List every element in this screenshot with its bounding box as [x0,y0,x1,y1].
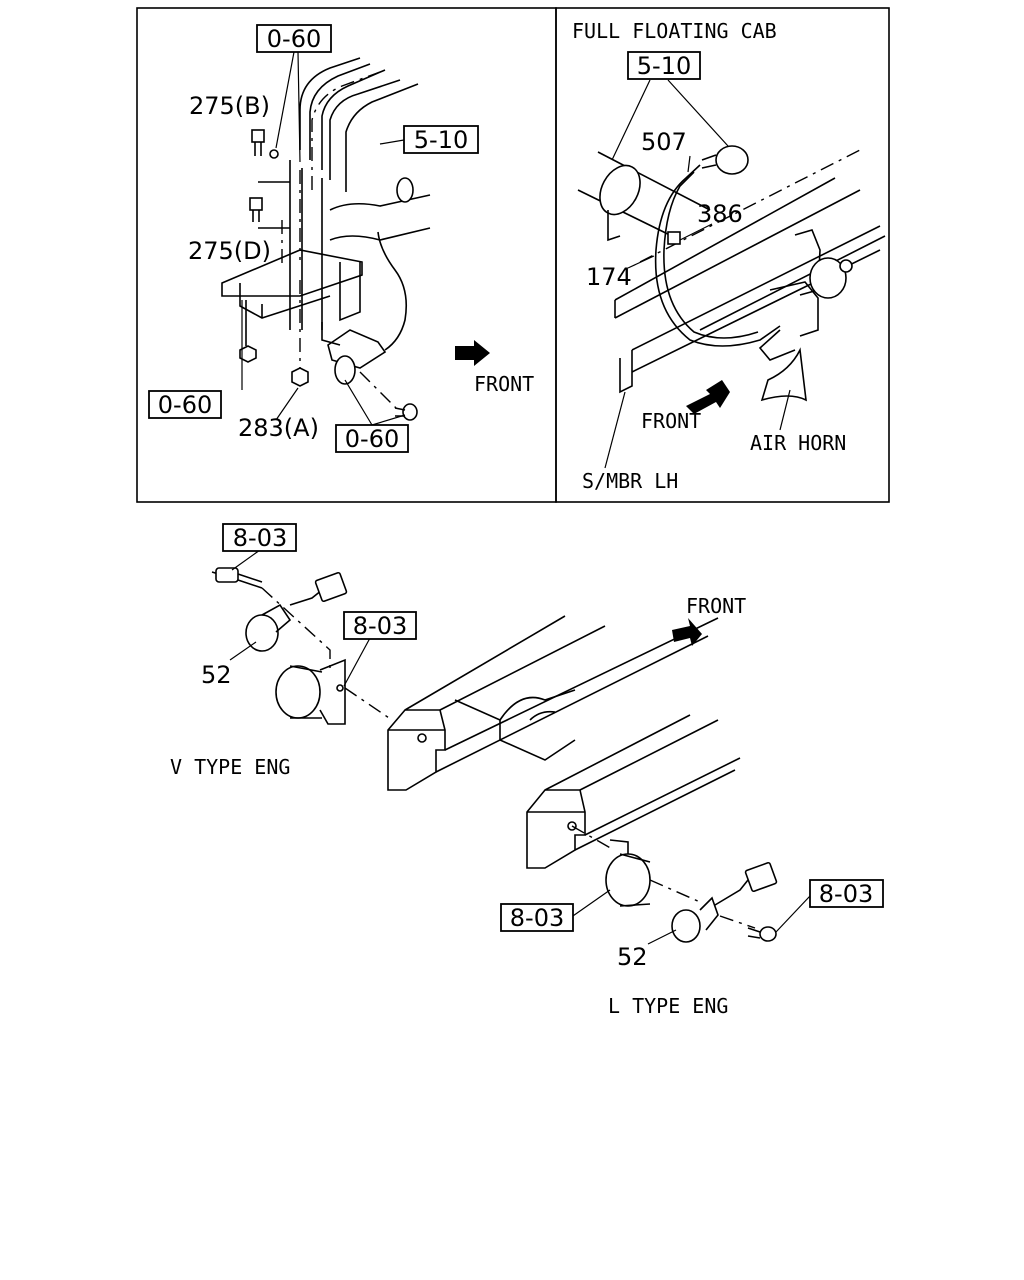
ref-box [809,879,884,908]
front-arrow-icon [686,380,730,414]
front-arrow-icon [672,618,702,646]
caption-v-type-eng: V TYPE ENG [170,755,290,779]
part-275b: 275(B) [189,92,270,120]
ref-box [500,903,574,932]
front-label-lower: FRONT [686,594,746,618]
part-174: 174 [586,263,632,291]
panel-title-full-floating-cab: FULL FLOATING CAB [572,19,777,43]
label-air-horn: AIR HORN [750,431,846,455]
right-panel-frame [555,7,890,503]
caption-l-type-eng: L TYPE ENG [608,994,728,1018]
ref-5-10-left: 5-10 [414,126,468,154]
part-386: 386 [697,200,743,228]
ref-box [148,390,222,419]
ref-0-60-left: 0-60 [158,391,212,419]
label-s-mbr-lh: S/MBR LH [582,469,678,493]
ref-5-10-right: 5-10 [637,52,691,80]
ref-8-03-right: 8-03 [819,880,873,908]
ref-box [343,611,417,640]
ref-box [222,523,297,552]
lower-drawing [211,549,811,945]
ref-box [256,24,332,53]
ref-8-03-mid: 8-03 [353,612,407,640]
ref-8-03-lower: 8-03 [510,904,564,932]
ref-0-60-top: 0-60 [267,25,321,53]
front-label-left: FRONT [474,372,534,396]
front-arrow-icon [455,340,490,366]
right-panel-drawing [577,79,886,469]
ref-box [627,51,701,80]
part-507: 507 [641,128,687,156]
ref-8-03-top: 8-03 [233,524,287,552]
part-52-l: 52 [617,943,648,971]
part-52-v: 52 [201,661,232,689]
ref-box [335,424,409,453]
part-283a: 283(A) [238,414,319,442]
ref-box [403,125,479,154]
left-panel-drawing [221,51,490,426]
ref-0-60-bottom: 0-60 [345,425,399,453]
part-275d: 275(D) [188,237,271,265]
front-label-right: FRONT [641,409,701,433]
